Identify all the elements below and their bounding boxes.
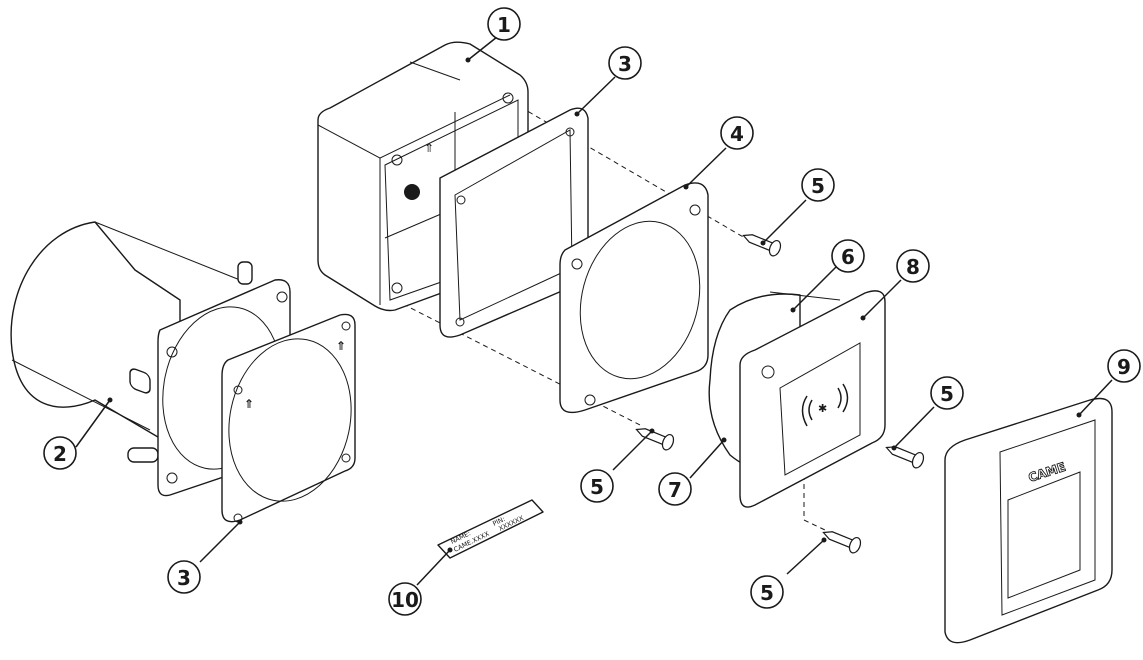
callout: 5 <box>580 469 614 503</box>
svg-text:9: 9 <box>1117 355 1131 379</box>
callout: 3 <box>608 46 642 80</box>
callout: 7 <box>658 472 692 506</box>
callout: 5 <box>750 575 784 609</box>
svg-text:2: 2 <box>53 442 67 466</box>
svg-text:10: 10 <box>391 588 419 612</box>
screw-icon <box>635 428 675 451</box>
svg-text:6: 6 <box>841 245 855 269</box>
part-8-front-panel: ✱ <box>739 290 886 508</box>
callout: 9 <box>1107 349 1141 383</box>
part-10-id-label: NAME: CAME.XXXX PIN: XXXXXX <box>437 499 544 559</box>
part-2-flush-box <box>10 221 291 497</box>
svg-text:3: 3 <box>177 566 191 590</box>
svg-text:4: 4 <box>730 122 744 146</box>
part-4-mounting-frame <box>559 182 709 414</box>
svg-text:5: 5 <box>590 475 604 499</box>
callout: 3 <box>167 560 201 594</box>
svg-text:3: 3 <box>618 52 632 76</box>
screw-icon <box>885 446 925 469</box>
contactless-icon: ✱ <box>801 383 849 427</box>
svg-text:⇑: ⇑ <box>244 397 254 411</box>
svg-text:⇑: ⇑ <box>424 141 434 155</box>
callout: 6 <box>831 239 865 273</box>
callout: 5 <box>801 168 835 202</box>
svg-text:5: 5 <box>760 581 774 605</box>
leader-lines <box>75 36 1113 586</box>
svg-text:8: 8 <box>906 255 920 279</box>
screw-icon <box>742 234 782 257</box>
svg-text:1: 1 <box>497 13 511 37</box>
svg-text:⇑: ⇑ <box>336 339 346 353</box>
screw-icon <box>822 531 862 554</box>
callout: 1 <box>487 7 521 41</box>
callout: 10 <box>388 582 422 616</box>
callout: 5 <box>930 376 964 410</box>
svg-text:✱: ✱ <box>818 402 827 415</box>
svg-text:7: 7 <box>668 478 682 502</box>
callout: 4 <box>720 116 754 150</box>
callout: 2 <box>43 436 77 470</box>
svg-text:5: 5 <box>811 174 825 198</box>
part-9-cover: CAME <box>944 397 1113 644</box>
part-3-gasket-left: ⇑ ⇑ <box>221 313 356 523</box>
svg-text:5: 5 <box>940 382 954 406</box>
callout: 8 <box>896 249 930 283</box>
